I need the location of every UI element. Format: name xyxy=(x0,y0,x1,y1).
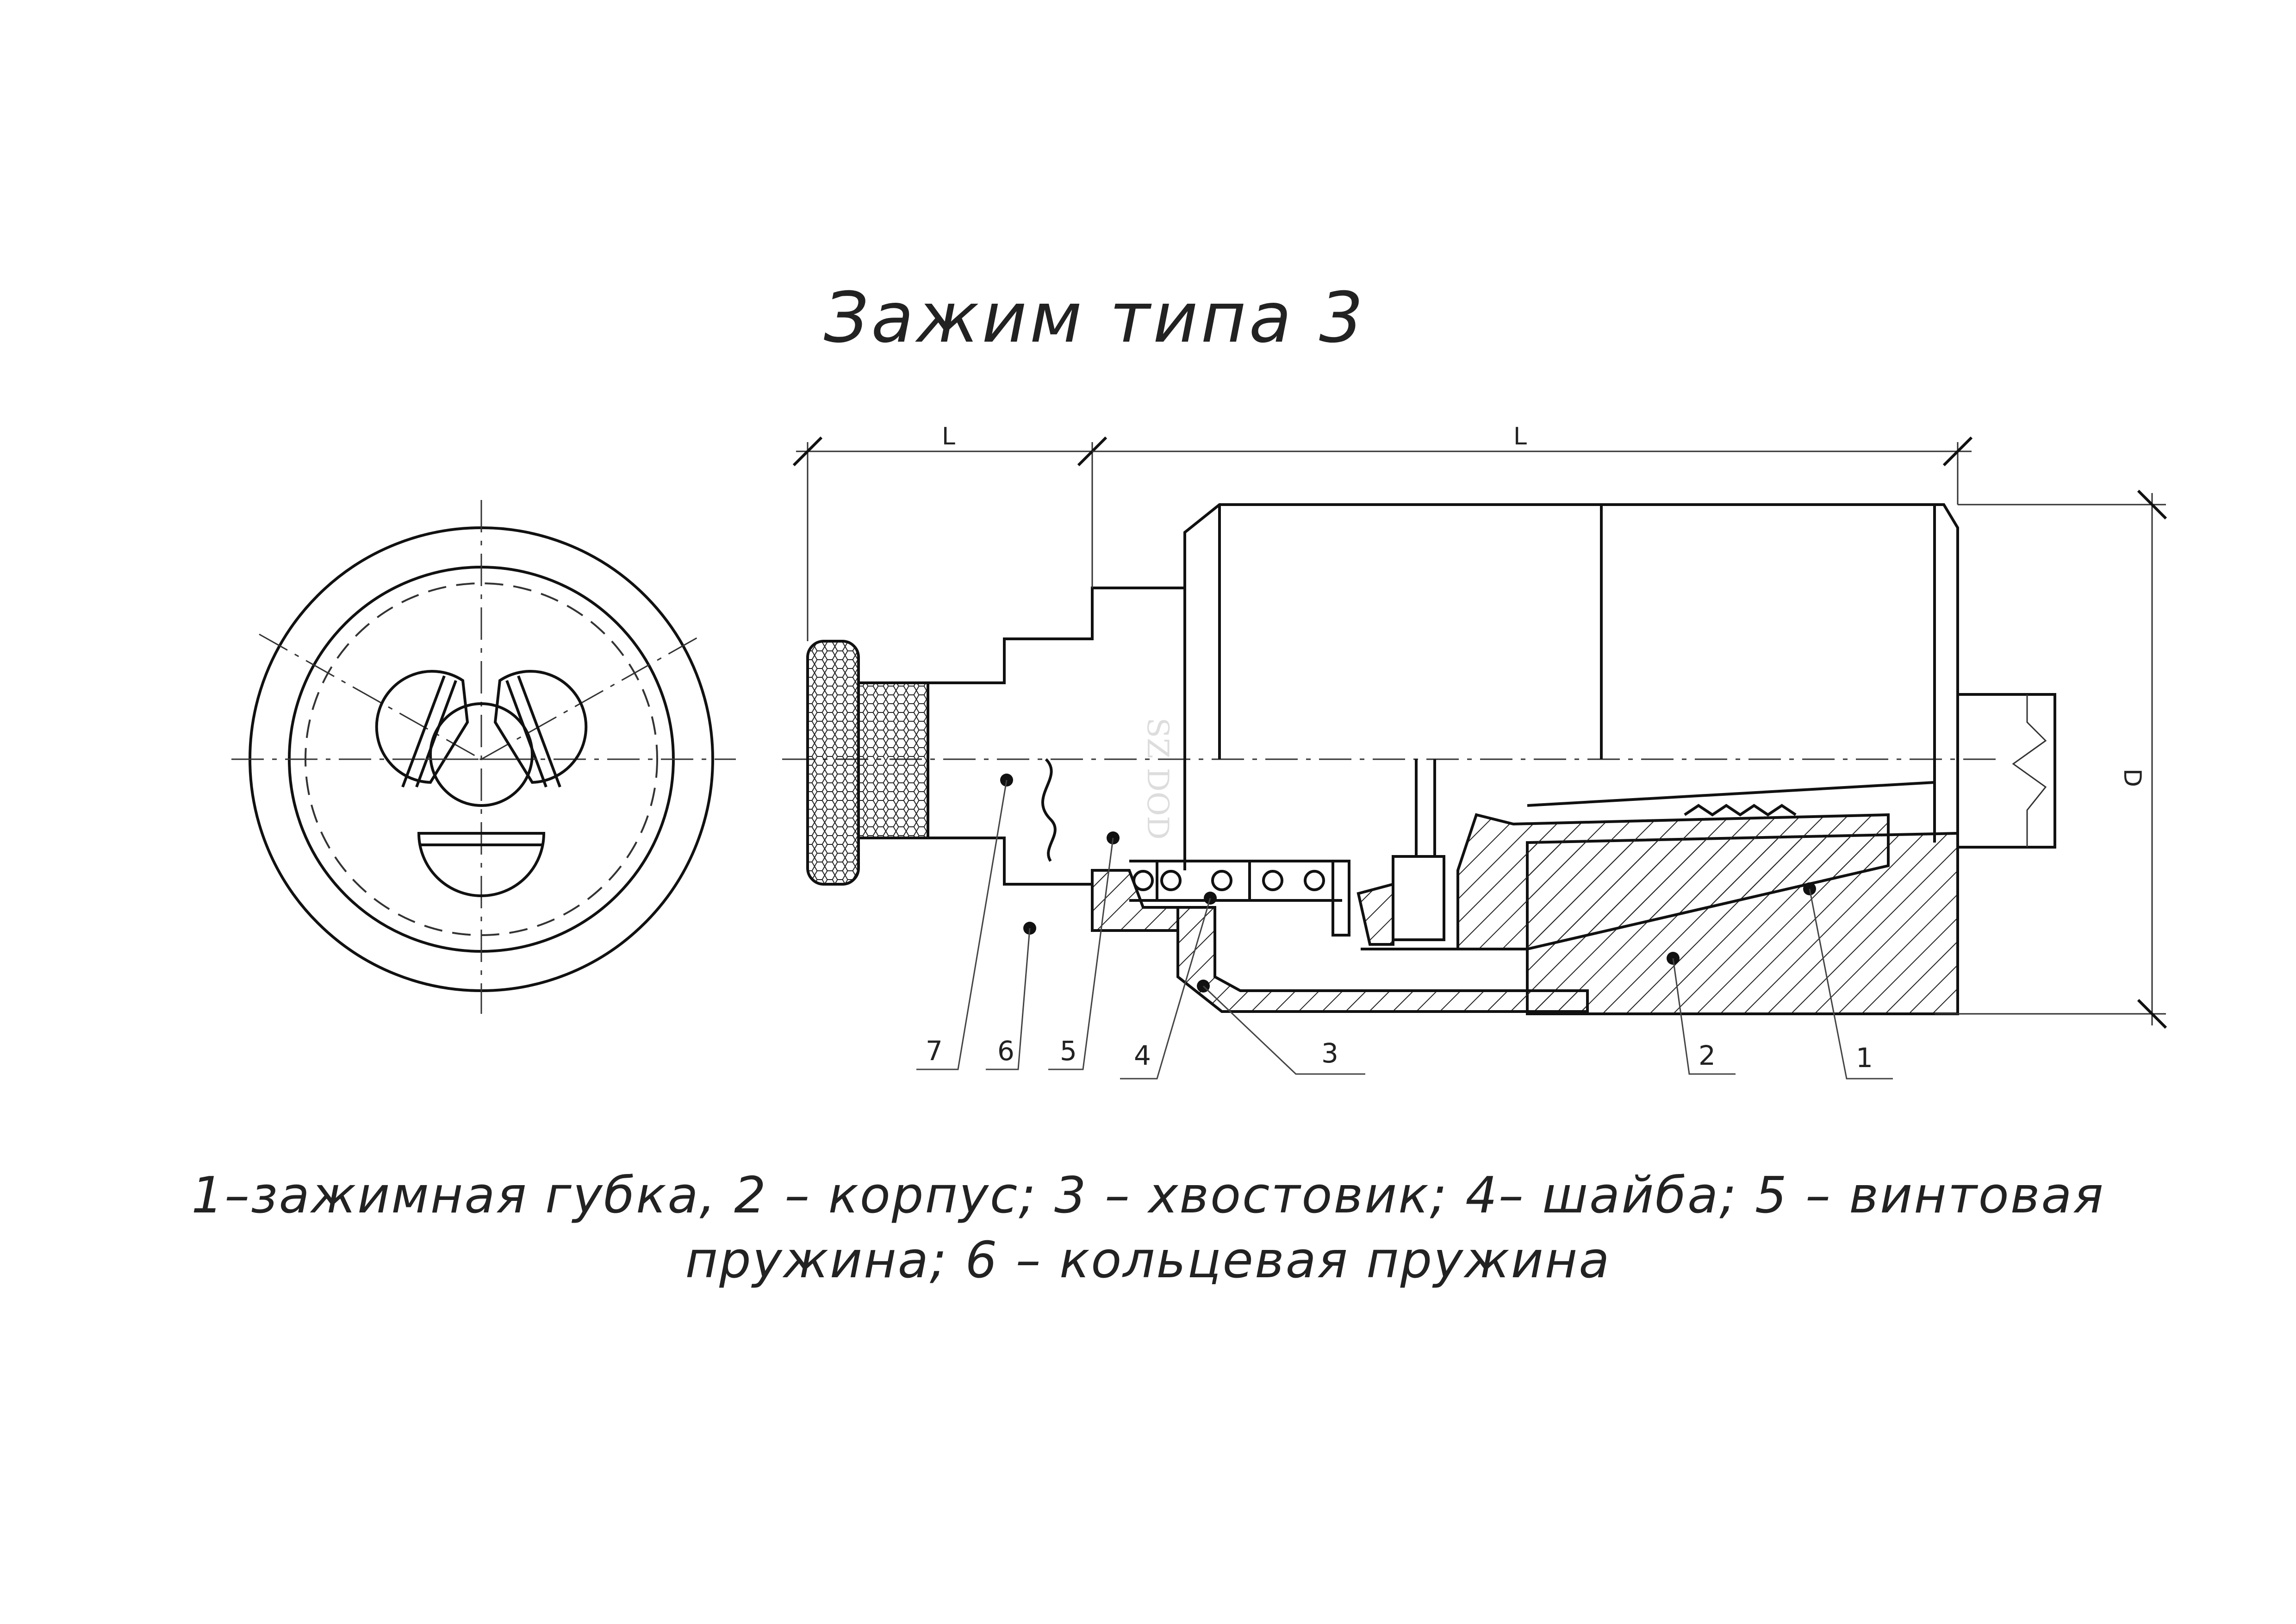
part-number-6: 6 xyxy=(997,1035,1014,1067)
part-number-5: 5 xyxy=(1060,1035,1077,1067)
knurled-knob xyxy=(806,640,860,886)
dimension-left-length xyxy=(792,436,1108,641)
caption-line-1: 1–зажимная губка, 2 – корпус; 3 – хвосто… xyxy=(191,1167,2105,1224)
jaw-right xyxy=(493,670,588,788)
dim-label-left-l: L xyxy=(942,423,955,450)
shank-outline-bottom xyxy=(928,837,1092,886)
dim-label-right-l: L xyxy=(1513,423,1527,450)
jaw-bottom xyxy=(417,832,546,897)
drawing-title: Зажим типа 3 xyxy=(824,278,1366,358)
jaw-axis-a xyxy=(259,633,482,760)
shank-outline-top xyxy=(928,587,1185,684)
dim-label-d: D xyxy=(2118,768,2146,787)
part-number-1: 1 xyxy=(1856,1042,1873,1074)
workpiece-rod xyxy=(1958,693,2056,849)
workpiece-circle xyxy=(429,702,534,807)
jaw-section xyxy=(1456,813,1890,950)
retainer-pin xyxy=(1332,860,1350,937)
part-number-4: 4 xyxy=(1134,1040,1151,1071)
part-number-3: 3 xyxy=(1321,1037,1338,1069)
workpiece-break xyxy=(2012,694,2047,847)
jaw-left xyxy=(375,670,469,788)
coil-spring xyxy=(1129,860,1342,902)
dimension-diameter xyxy=(1935,489,2167,1029)
watermark: SZ DOD xyxy=(1140,718,1175,840)
dimension-right-length xyxy=(1092,436,1973,505)
part-number-7: 7 xyxy=(926,1035,943,1067)
jaw-axis-b xyxy=(481,633,704,760)
end-view xyxy=(231,500,736,1014)
caption-line-2: пружина; 6 – кольцевая пружина xyxy=(685,1231,1611,1289)
break-line xyxy=(1041,758,1057,862)
ring-wedge xyxy=(1356,882,1394,946)
section-view: L L D SZ DOD 7 6 5 4 3 2 1 xyxy=(782,423,2167,1080)
ring-spring-block xyxy=(1392,855,1445,941)
knob-hub xyxy=(857,681,929,839)
part-number-2: 2 xyxy=(1699,1040,1716,1071)
thread-zigzag xyxy=(1684,804,1797,817)
